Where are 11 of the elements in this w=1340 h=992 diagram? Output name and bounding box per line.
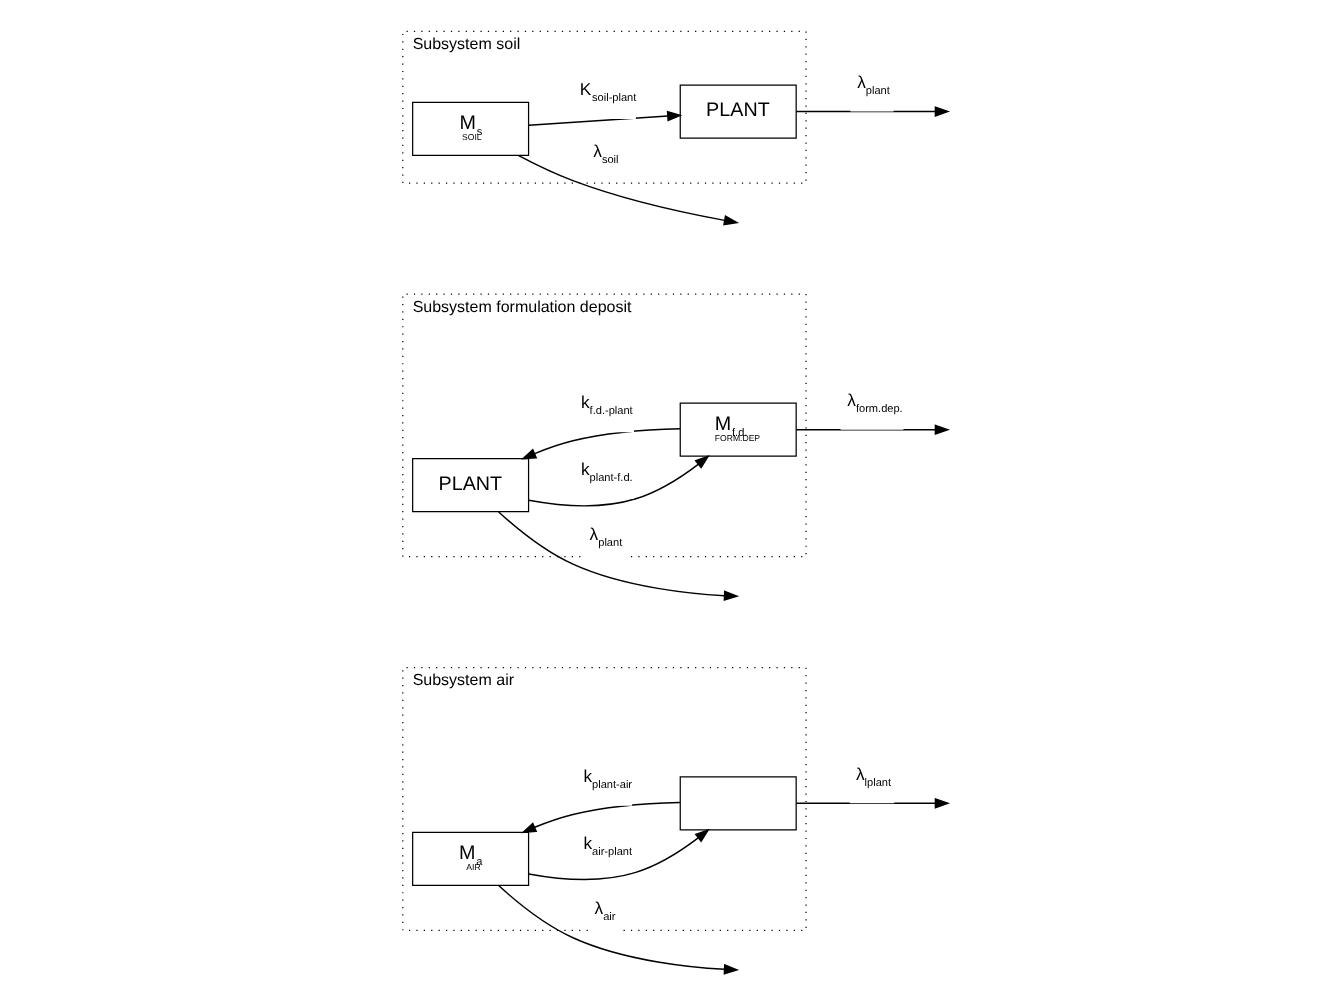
- edge-label: λ$_{lplant}$: [854, 763, 891, 790]
- edge-label: K$_{soil-plant}$: [578, 79, 636, 106]
- edge-label: λ$_{plant}$: [588, 524, 622, 551]
- edge-label: λ$_{plant}$: [856, 71, 889, 98]
- edge-label: k$_{f.d.-plant}$: [579, 392, 632, 419]
- edge-label: λ$_{air}$: [593, 897, 615, 924]
- edge-label: k$_{plant-air}$: [582, 766, 632, 793]
- edge-label: k$_{plant-f.d.}$: [579, 458, 632, 485]
- edge-label: λ$_{soil}$: [592, 140, 618, 167]
- edge-label: λ$_{form.dep.}$: [846, 389, 902, 416]
- edge-label: k$_{air-plant}$: [582, 832, 632, 859]
